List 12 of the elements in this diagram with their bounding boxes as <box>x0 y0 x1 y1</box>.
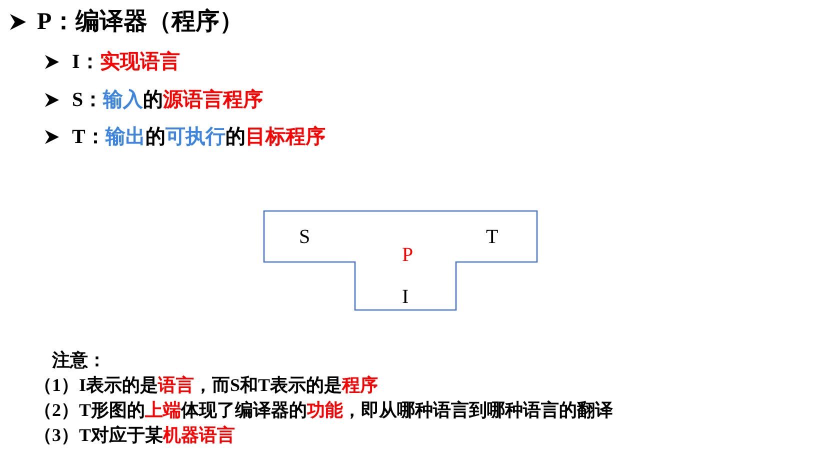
note-text: （1）I表示的是语言，而S和T表示的是程序 <box>34 374 378 396</box>
note-heading: 注意： <box>52 349 106 371</box>
bullet-item: S：输入的源语言程序 <box>72 88 264 112</box>
diagram-letter: S <box>299 227 310 247</box>
note-text: （3）T对应于某机器语言 <box>34 424 236 446</box>
note-text: （2）T形图的上端体现了编译器的功能，即从哪种语言到哪种语言的翻译 <box>34 399 614 421</box>
bullet-item: T：输出的可执行的目标程序 <box>72 125 326 149</box>
bullet-item: I：实现语言 <box>72 50 180 74</box>
diagram-letter: P <box>402 245 414 265</box>
diagram-letter: I <box>402 287 409 307</box>
bullet-item: P：编译器（程序） <box>37 8 244 36</box>
diagram-letter: T <box>486 227 498 247</box>
